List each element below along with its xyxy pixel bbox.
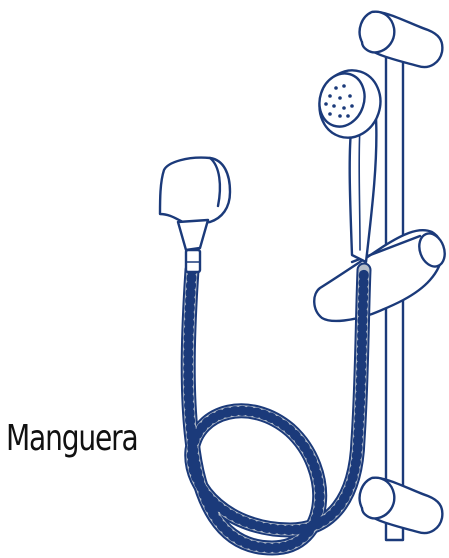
wall-connector-icon: [160, 158, 230, 272]
hose-label: Manguera: [6, 418, 138, 459]
hand-shower-icon: [311, 62, 389, 262]
